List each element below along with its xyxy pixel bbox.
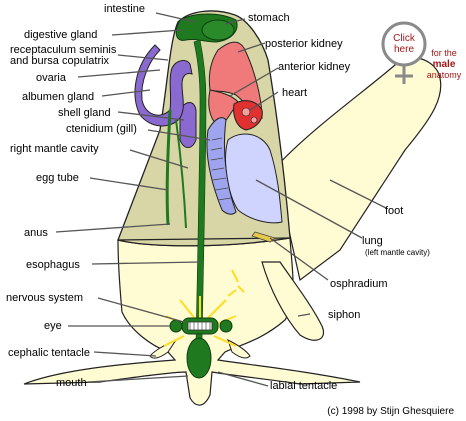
copyright: (c) 1998 by Stijn Ghesquiere — [327, 406, 454, 417]
male-link-line1[interactable]: for the — [431, 48, 457, 58]
label-intestine: intestine — [104, 3, 145, 15]
leader-lines — [55, 12, 387, 387]
label-albumen-gland: albumen gland — [22, 91, 94, 103]
label-lung: lung — [362, 235, 383, 247]
label-receptaculum-1: receptaculum seminis — [10, 44, 117, 56]
label-ctenidium: ctenidium (gill) — [66, 123, 137, 135]
egg-tube — [165, 109, 172, 226]
label-receptaculum-2: and bursa copulatrix — [10, 55, 110, 67]
label-esophagus: esophagus — [26, 259, 80, 271]
labels: intestine stomach digestive gland recept… — [6, 3, 430, 392]
label-stomach: stomach — [248, 12, 290, 24]
male-anatomy-link[interactable]: Click here for the male anatomy — [381, 21, 462, 84]
male-link-line2[interactable]: male — [433, 59, 456, 70]
label-nervous-system: nervous system — [6, 292, 83, 304]
osphradium — [251, 231, 276, 243]
label-foot: foot — [385, 205, 403, 217]
rectum — [175, 119, 187, 229]
head-structures — [163, 269, 245, 379]
label-osphradium: osphradium — [330, 278, 387, 290]
label-heart: heart — [282, 87, 307, 99]
male-link-circle-line2[interactable]: here — [394, 44, 414, 55]
label-eye: eye — [44, 320, 62, 332]
label-lung-note: (left mantle cavity) — [365, 248, 430, 257]
mouth — [186, 337, 212, 379]
ctenidium — [206, 117, 237, 215]
label-ovaria: ovaria — [36, 72, 67, 84]
anterior-kidney — [208, 89, 239, 129]
male-link-circle-line1[interactable]: Click — [393, 33, 416, 44]
label-right-mantle-cavity: right mantle cavity — [10, 143, 99, 155]
label-siphon: siphon — [328, 309, 360, 321]
eye-left — [169, 319, 183, 333]
male-link-line3[interactable]: anatomy — [427, 70, 462, 80]
eye-right — [219, 319, 233, 333]
label-egg-tube: egg tube — [36, 172, 79, 184]
label-anus: anus — [24, 227, 48, 239]
label-posterior-kidney: posterior kidney — [265, 38, 343, 50]
stomach — [201, 19, 235, 41]
label-shell-gland: shell gland — [58, 107, 111, 119]
label-labial-tentacle: labial tentacle — [270, 380, 337, 392]
label-cephalic-tentacle: cephalic tentacle — [8, 347, 90, 359]
label-mouth: mouth — [56, 377, 87, 389]
label-anterior-kidney: anterior kidney — [278, 61, 351, 73]
siphon[interactable] — [261, 261, 324, 341]
label-digestive-gland: digestive gland — [24, 29, 97, 41]
organs — [134, 13, 283, 341]
